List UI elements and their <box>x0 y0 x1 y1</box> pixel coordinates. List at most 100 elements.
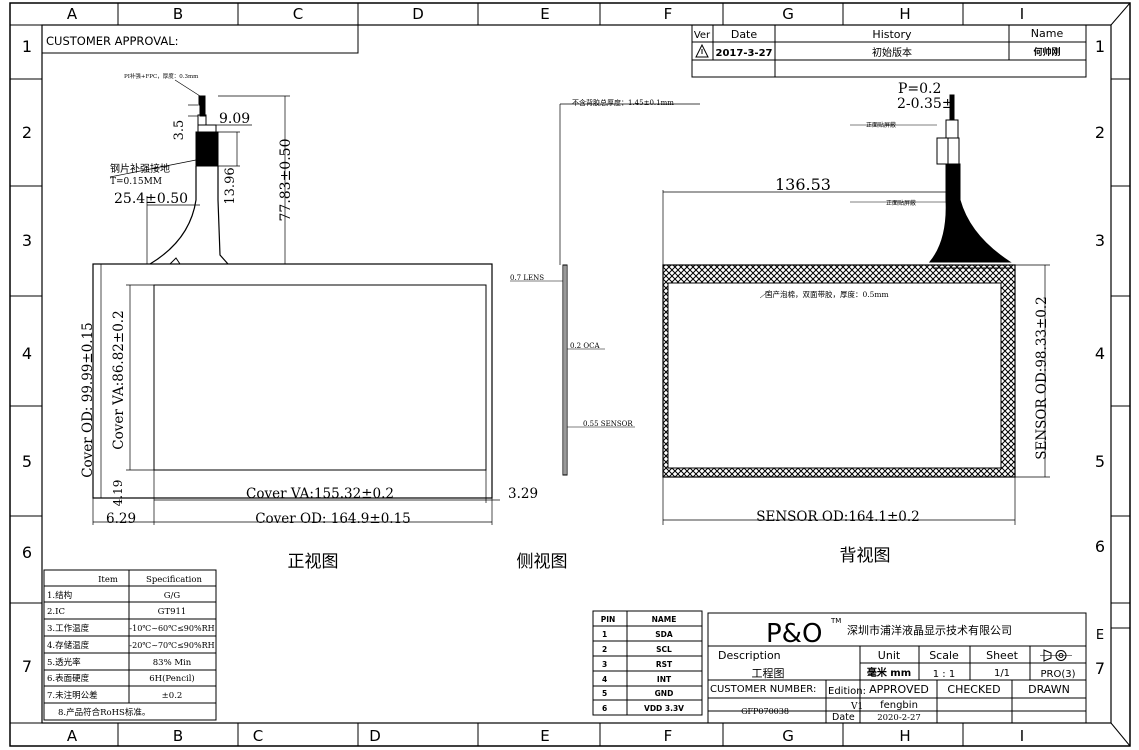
row-label: 1 <box>1095 37 1105 56</box>
col-label: G <box>782 727 794 745</box>
customer-number-label: CUSTOMER NUMBER: <box>710 684 816 695</box>
sheet-label: Sheet <box>986 649 1018 662</box>
pin-number: 3 <box>602 660 607 669</box>
row-label: 5 <box>1095 452 1105 471</box>
row-label: 7 <box>22 657 32 676</box>
third-angle-projection-icon <box>1040 649 1072 662</box>
dim-sensor-od-vertical: SENSOR OD:98.33±0.2 <box>1034 296 1050 460</box>
history-block: Ver Date History Name 2017-3-27 初始版本 何帅刚 <box>691 24 1087 78</box>
date-label: Date <box>832 712 855 723</box>
sheet-frame <box>9 2 1131 747</box>
dim-9-09: 9.09 <box>219 111 250 127</box>
row-label: 5 <box>22 452 32 471</box>
checked-label: CHECKED <box>947 683 1000 696</box>
layer-oca: 0.2 OCA <box>570 342 600 350</box>
history-header-date: Date <box>731 28 758 41</box>
dim-136-53: 136.53 <box>775 175 831 194</box>
dim-25-4: 25.4±0.50 <box>114 191 188 207</box>
title-block: P&O TM 深圳市浦洋液晶显示技术有限公司 Description 工程图 U… <box>707 612 1087 724</box>
history-date: 2017-3-27 <box>715 48 772 59</box>
back-view: P=0.2 2-0.35± 正面贴屏蔽 正面贴屏蔽 136.53 国产泡棉，双面… <box>662 81 1050 566</box>
customer-approval-box: CUSTOMER APPROVAL: <box>41 24 359 54</box>
row-label: 1 <box>22 37 32 56</box>
history-header-ver: Ver <box>694 30 711 41</box>
spec-value: 6H(Pencil) <box>149 673 195 684</box>
column-labels: A B C D E F G H I A B C D E F G H I <box>67 5 1024 745</box>
pin-number: 4 <box>602 675 607 684</box>
dim-77-83: 77.83±0.50 <box>278 139 294 222</box>
col-label: A <box>67 5 78 23</box>
customer-approval-label: CUSTOMER APPROVAL: <box>46 34 179 48</box>
col-label: H <box>899 5 910 23</box>
col-label: E <box>540 5 549 23</box>
description-label: Description <box>718 649 781 662</box>
history-signature: 何帅刚 <box>1033 46 1060 58</box>
edition-label: Edition: <box>828 686 866 697</box>
spec-table: Item Specification 1.结构 G/G 2.IC GT911 3… <box>43 569 217 721</box>
row-label: 4 <box>22 344 32 363</box>
col-label: G <box>782 5 794 23</box>
spec-footer: 8.产品符合RoHS标准。 <box>58 707 150 718</box>
spec-item: 3.工作温度 <box>47 623 90 634</box>
front-view: PI补强+FPC，厚度：0.3mm 3.5 9.09 13.96 77.83±0… <box>80 72 538 572</box>
approved-label: APPROVED <box>869 683 929 696</box>
pin-name: SCL <box>656 645 672 654</box>
pin-name: INT <box>657 675 672 684</box>
pin-table: PIN NAME 1 SDA 2 SCL 3 RST 4 INT 5 GND 6… <box>592 610 703 716</box>
side-view: 不含背胶总厚度：1.45±0.1mm 0.7 LENS 0.2 OCA 0.55… <box>510 98 700 572</box>
dim-cover-od-vertical: Cover OD: 99.99±0.15 <box>80 322 96 478</box>
col-label: F <box>664 727 673 745</box>
date-value: 2020-2-27 <box>877 713 921 723</box>
layer-lens: 0.7 LENS <box>510 274 544 282</box>
history-header-name: Name <box>1031 27 1064 40</box>
spec-item: 7.未注明公差 <box>47 690 98 701</box>
spec-value: -10℃~60℃≤90%RH <box>129 624 214 633</box>
scale-label: Scale <box>929 649 959 662</box>
approved-by: fengbin <box>880 700 918 711</box>
shield-note-1: 正面贴屏蔽 <box>866 121 896 129</box>
history-header-history: History <box>872 28 912 41</box>
col-label: F <box>664 5 673 23</box>
pin-header-pin: PIN <box>601 615 616 624</box>
dim-3-5: 3.5 <box>172 120 187 141</box>
dim-cover-od-horizontal: Cover OD: 164.9±0.15 <box>255 511 411 527</box>
pin-number: 6 <box>602 704 607 713</box>
row-label: 3 <box>22 231 32 250</box>
pin-name: RST <box>656 660 673 669</box>
spec-value: -20℃~70℃≤90%RH <box>129 641 214 650</box>
part-number: GFP070038 <box>741 707 789 716</box>
col-label: C <box>253 727 263 745</box>
spec-value: 83% Min <box>153 658 192 668</box>
row-label: 7 <box>1095 659 1105 678</box>
row-label: 6 <box>1095 537 1105 556</box>
dim-13-96: 13.96 <box>223 167 238 204</box>
row-label: 4 <box>1095 344 1105 363</box>
scale-value: 1 : 1 <box>933 669 955 680</box>
row-label: 6 <box>22 543 32 562</box>
sheet-value: 1/1 <box>994 668 1010 679</box>
spec-item: 1.结构 <box>47 590 72 601</box>
back-view-title: 背视图 <box>840 546 891 566</box>
spec-value: ±0.2 <box>162 691 183 701</box>
pin-name: SDA <box>655 630 673 639</box>
row-labels: 1 2 3 4 5 6 7 1 2 3 4 5 6 E 7 <box>22 37 1105 678</box>
dim-cover-va-horizontal: Cover VA:155.32±0.2 <box>246 486 394 502</box>
row-label: 3 <box>1095 231 1105 250</box>
pin-header-name: NAME <box>652 615 677 624</box>
unit-value: 毫米 mm <box>867 666 911 679</box>
projection-label: PRO(3) <box>1040 669 1075 680</box>
stiffener-note-line2: T=0.15MM <box>110 177 162 187</box>
pitch-label: P=0.2 <box>898 81 941 97</box>
spec-item: 6.表面硬度 <box>47 673 90 684</box>
dim-3-29: 3.29 <box>508 486 538 502</box>
spec-header-item: Item <box>98 575 118 585</box>
pin-number: 1 <box>602 630 607 639</box>
row-label: E <box>1096 628 1104 643</box>
dim-4-19: 4.19 <box>111 480 125 507</box>
company-logo: P&O <box>766 619 822 649</box>
fpc-note: PI补强+FPC，厚度：0.3mm <box>124 72 199 80</box>
foam-note: 国产泡棉，双面带胶，厚度：0.5mm <box>765 289 889 299</box>
pin-name: VDD 3.3V <box>644 704 684 713</box>
pin-name: GND <box>655 689 674 698</box>
